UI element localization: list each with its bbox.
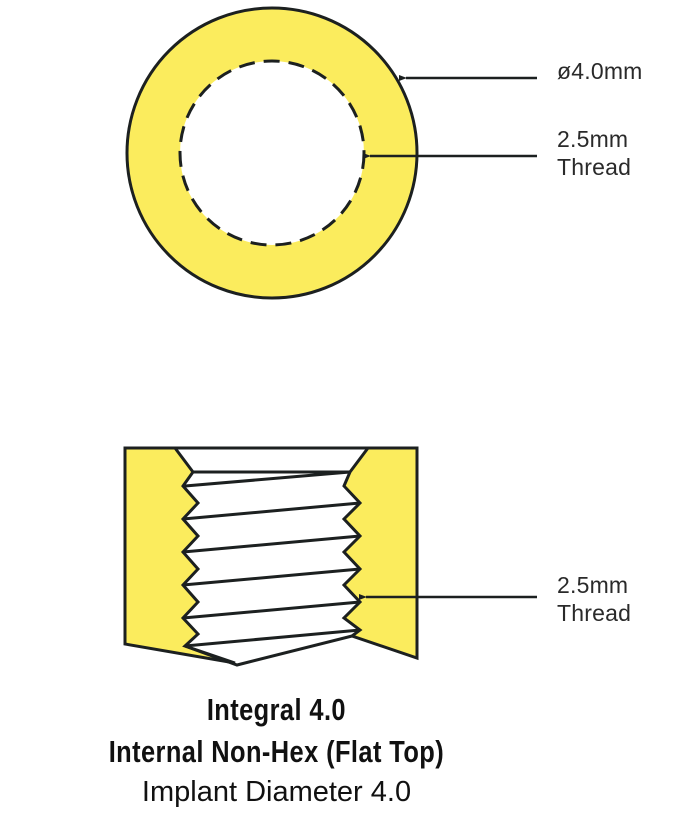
- inner-bore: [180, 61, 364, 245]
- caption-subtitle: Internal Non-Hex (Flat Top): [108, 734, 445, 769]
- thread-lines: [182, 470, 361, 648]
- top-thread-label-text: Thread: [557, 154, 632, 180]
- caption-description: Implant Diameter 4.0: [141, 776, 412, 808]
- side-thread-label-text: Thread: [557, 600, 632, 626]
- outer-diameter-label: ø4.0mm: [557, 58, 643, 84]
- bottom-cone: [184, 634, 353, 667]
- left-wall: [123, 446, 236, 665]
- side-view: [123, 446, 537, 667]
- side-thread-label-size: 2.5mm: [557, 572, 629, 598]
- right-wall: [341, 446, 419, 661]
- top-view: [125, 6, 537, 300]
- top-thread-label-size: 2.5mm: [557, 126, 629, 152]
- caption-title: Integral 4.0: [206, 692, 346, 727]
